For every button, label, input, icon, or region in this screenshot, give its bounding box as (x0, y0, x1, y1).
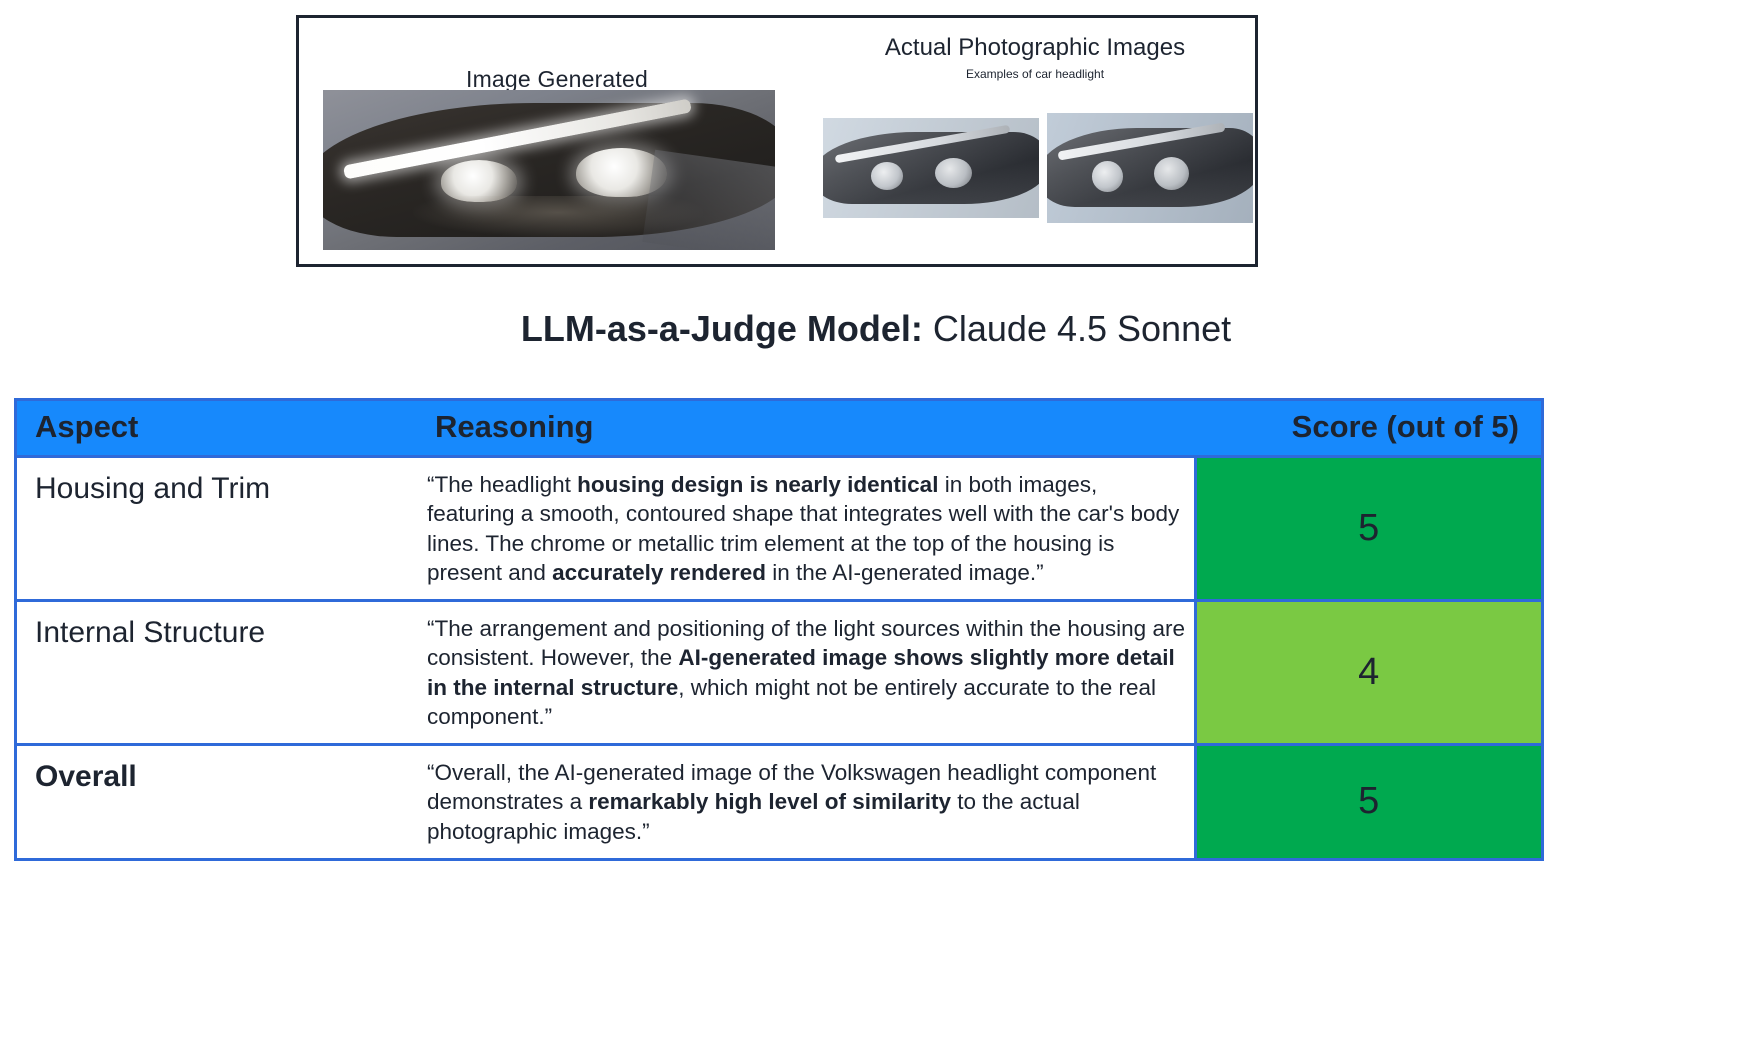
actual-images-caption: Examples of car headlight (965, 67, 1105, 81)
projector-lens-right (1154, 157, 1190, 190)
generated-image-label: Image Generated (465, 66, 648, 92)
actual-images-group: Actual Photographic Images Examples of c… (815, 18, 1255, 264)
actual-headlight-image-1 (823, 118, 1039, 218)
projector-lens-left (1092, 161, 1124, 193)
cell-reasoning: “The arrangement and positioning of the … (417, 599, 1195, 745)
table-body: Housing and Trim “The headlight housing d… (17, 456, 1541, 858)
column-header-aspect: Aspect (17, 401, 417, 458)
comparison-figure-panel: Image Generated Actual Photographic Imag… (296, 15, 1258, 267)
projector-lens-right (935, 158, 973, 188)
cell-score: 4 (1193, 599, 1541, 745)
cell-aspect: Overall (17, 742, 417, 858)
projector-lens-left (870, 162, 903, 190)
cell-reasoning: “The headlight housing design is nearly … (427, 472, 1180, 585)
actual-images-label: Actual Photographic Images (884, 34, 1186, 61)
generated-image-group: Image Generated (299, 18, 815, 264)
cell-score: 5 (1193, 456, 1541, 601)
actual-headlight-image-2 (1047, 113, 1253, 223)
cell-reasoning: “Overall, the AI-generated image of the … (417, 742, 1195, 858)
cell-aspect: Housing and Trim (35, 472, 271, 505)
table-row: Housing and Trim “The headlight housing d… (17, 456, 1541, 601)
cell-score: 5 (1193, 742, 1541, 858)
image-shading-overlay (823, 118, 1039, 218)
generated-headlight-image (323, 90, 775, 250)
column-header-reasoning: Reasoning (417, 401, 1195, 458)
table-row: Overall“Overall, the AI-generated image … (17, 742, 1541, 858)
judge-model-title: LLM-as-a-Judge Model: Claude 4.5 Sonnet (0, 308, 1752, 350)
judge-title-prefix: LLM-as-a-Judge Model: (520, 308, 923, 349)
cell-aspect: Internal Structure (17, 599, 417, 745)
projector-lens-left (440, 160, 518, 202)
column-header-score: Score (out of 5) (1195, 401, 1541, 458)
table-header-row: Aspect Reasoning Score (out of 5) (17, 401, 1541, 458)
car-body-panel (642, 150, 775, 250)
image-shading-overlay (1047, 113, 1253, 223)
judge-title-model: Claude 4.5 Sonnet (922, 308, 1232, 349)
evaluation-table: Aspect Reasoning Score (out of 5) Housin… (14, 398, 1544, 861)
table-row: Internal Structure“The arrangement and p… (17, 599, 1541, 745)
